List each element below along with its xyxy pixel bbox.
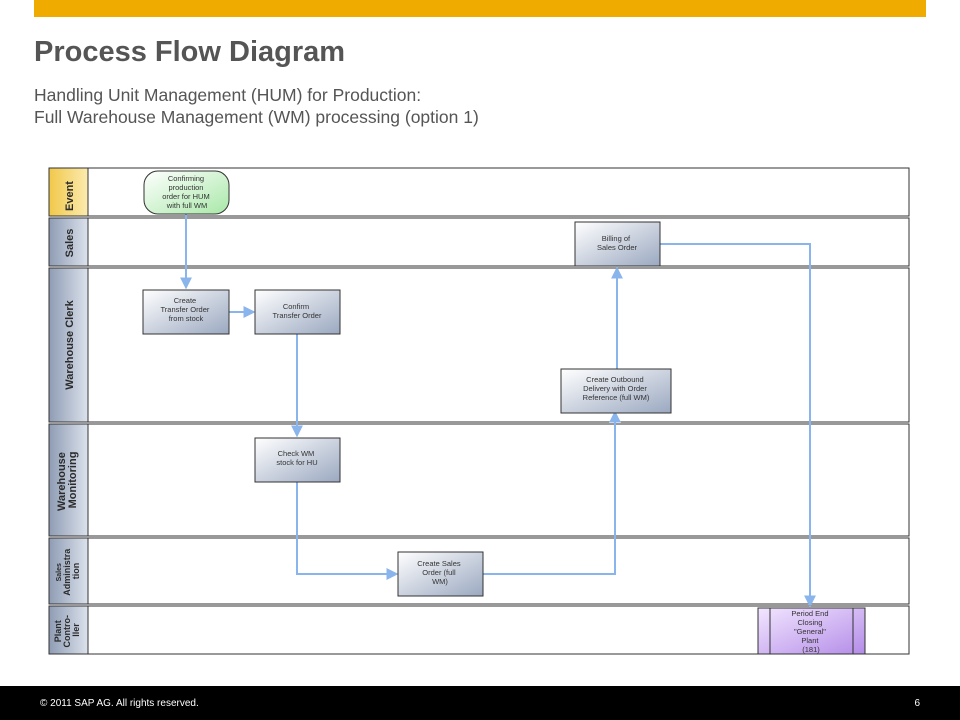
svg-text:Confirming production: Confirming production order for HUM with… [162,174,212,210]
lane-header-warehouse-monitoring [48,423,89,537]
connectors [180,213,816,608]
event-text-line: with full WM [166,201,207,210]
external-text-line: Period End [791,609,828,618]
task-text-line: stock for HU [276,458,317,467]
svg-text:Period End Closing: Period End Closing "General" Plant (181) [791,609,830,654]
accent-bar [34,0,926,17]
lane-label-warehouse-clerk: Warehouse Clerk [64,299,76,389]
subtitle-line-1: Handling Unit Management (HUM) for Produ… [34,85,422,105]
event-confirming-production-order: Confirming production order for HUM with… [143,170,230,215]
lane-label-sales-administration: Sales Administra tion [53,546,81,596]
lane-header-sales [48,217,89,267]
task-text-line: Create [174,296,197,305]
page-subtitle: Handling Unit Management (HUM) for Produ… [34,84,479,128]
connector-sales-order-to-delivery [483,410,621,575]
lane-label-warehouse-monitoring: Warehouse Monitoring [56,449,79,511]
lane-label-line: Contro- [62,615,72,648]
lane-header-sales-administration [48,537,89,605]
lane-warehouse-monitoring-row [48,423,910,537]
task-create-sales-order: Create Sales Order (full WM) [397,551,484,597]
svg-text:Check WM stock for HU: Check WM stock for HU [276,449,317,467]
lane-label-line: Monitoring [67,452,79,509]
lane-label-line: Sales [56,563,63,581]
lane-label-line: Administra [62,548,72,596]
event-text-line: production [168,183,203,192]
svg-text:Create Transfer Order: Create Transfer Order from stock [161,296,212,323]
external-text-line: (181) [802,645,820,654]
task-billing-of-sales-order: Billing of Sales Order [574,221,661,267]
task-text-line: Create Sales [417,559,461,568]
event-text-line: Confirming [168,174,204,183]
lane-label-line: tion [71,563,81,580]
task-confirm-transfer-order: Confirm Transfer Order [254,289,341,335]
external-text-line: "General" [794,627,826,636]
lane-label-line: ller [71,623,81,637]
task-text-line: from stock [169,314,204,323]
subtitle-line-2: Full Warehouse Management (WM) processin… [34,107,479,127]
event-text-line: order for HUM [162,192,210,201]
swimlanes: Event Sales Warehouse Clerk Warehouse Mo… [48,167,910,655]
task-create-transfer-order: Create Transfer Order from stock [142,289,230,335]
task-text-line: Order (full [422,568,456,577]
connector-check-wm-to-sales-order [296,482,399,580]
lane-label-event: Event [64,181,76,211]
task-text-line: Delivery with Order [583,384,647,393]
task-text-line: WM) [432,577,448,586]
task-text-line: Check WM [278,449,315,458]
lane-label-plant-controller: Plant Contro- ller [53,612,81,647]
task-text-line: Reference (full WM) [583,393,650,402]
task-text-line: Transfer Order [161,305,210,314]
svg-text:Create Sales Order (full: Create Sales Order (full WM) [417,559,462,586]
lane-sales-row [48,217,910,267]
task-text-line: Create Outbound [586,375,644,384]
lane-header-warehouse-clerk [48,267,89,423]
task-text-line: Billing of [602,234,631,243]
external-period-end-closing: Period End Closing "General" Plant (181) [757,607,866,655]
task-text-line: Transfer Order [273,311,322,320]
page-title: Process Flow Diagram [34,36,346,68]
external-text-line: Closing [797,618,822,627]
task-text-line: Sales Order [597,243,638,252]
svg-text:Create Outbound Delivery: Create Outbound Delivery with Order Refe… [583,375,650,402]
task-create-outbound-delivery: Create Outbound Delivery with Order Refe… [560,368,672,414]
task-check-wm-stock: Check WM stock for HU [254,437,341,483]
lane-header-event [48,167,89,217]
lane-label-sales: Sales [64,229,76,258]
lane-header-plant-controller [48,605,89,655]
svg-text:Confirm Transfer Order: Confirm Transfer Order [273,302,322,320]
lane-label-line: Plant [53,620,63,642]
footer-bar: © 2011 SAP AG. All rights reserved. 6 [0,686,960,720]
svg-text:Billing of Sales Order: Billing of Sales Order [597,234,638,252]
footer-copyright: © 2011 SAP AG. All rights reserved. [40,698,199,709]
external-text-line: Plant [801,636,819,645]
connector-billing-to-period-end [660,243,816,608]
task-text-line: Confirm [283,302,309,311]
lane-label-line: Warehouse [56,452,68,511]
page-number: 6 [914,698,920,709]
